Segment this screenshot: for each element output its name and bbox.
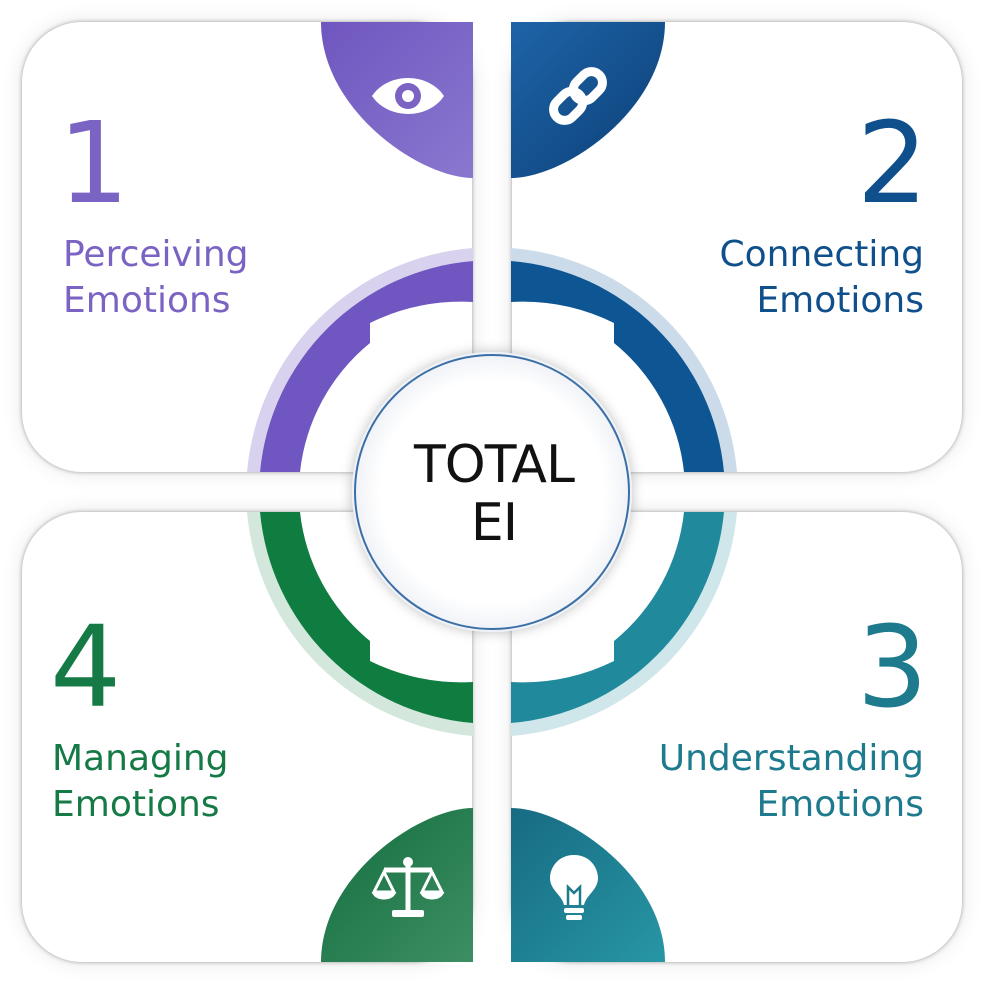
quadrant-label-connecting-line2: Emotions xyxy=(756,280,924,321)
eye-icon xyxy=(372,78,444,114)
quadrant-label-understanding-line2: Emotions xyxy=(756,784,924,825)
quadrant-label-perceiving: Perceiving Emotions xyxy=(63,232,249,324)
quadrant-label-managing-line2: Emotions xyxy=(52,784,220,825)
link-icon xyxy=(549,67,607,125)
ring-band-connecting xyxy=(511,248,737,472)
quadrant-label-connecting: Connecting Emotions xyxy=(719,232,924,324)
center-title-line2: EI xyxy=(470,493,518,553)
ring-band-managing xyxy=(247,512,473,736)
quadrant-label-understanding-line1: Understanding xyxy=(658,738,924,779)
ring-segment-managing xyxy=(260,512,473,723)
quadrant-label-perceiving-line2: Emotions xyxy=(63,280,231,321)
center-circle-rim xyxy=(354,354,630,630)
balance-scale-icon xyxy=(371,857,445,917)
quadrant-label-managing-line1: Managing xyxy=(52,738,229,779)
quadrant-number-perceiving: 1 xyxy=(58,99,129,229)
quadrant-label-understanding: Understanding Emotions xyxy=(659,736,924,828)
lightbulb-icon xyxy=(550,855,598,920)
quadrant-label-perceiving-line1: Perceiving xyxy=(63,234,249,275)
leaf-managing xyxy=(321,808,473,962)
center-circle xyxy=(352,352,632,632)
ring-segment-perceiving xyxy=(260,261,473,472)
ring-band-perceiving xyxy=(247,248,473,472)
quadrant-label-managing: Managing Emotions xyxy=(52,736,229,828)
center-title-line1: TOTAL xyxy=(414,435,575,495)
ring-band-understanding xyxy=(511,512,737,736)
quadrant-label-connecting-line1: Connecting xyxy=(719,234,924,275)
ring-segment-understanding xyxy=(511,512,724,723)
quadrant-number-connecting: 2 xyxy=(856,99,928,229)
quadrant-number-understanding: 3 xyxy=(856,603,928,733)
ring-segment-connecting xyxy=(511,261,724,472)
quadrant-number-managing: 4 xyxy=(50,603,121,733)
center-title: TOTAL EI xyxy=(384,436,604,552)
